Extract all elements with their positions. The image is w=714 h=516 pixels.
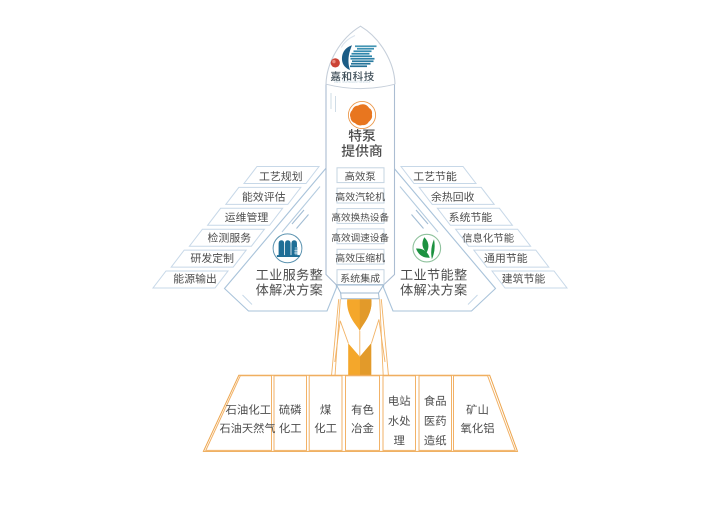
svg-text:JIAHE TECHNOLOGY DEVELOP: JIAHE TECHNOLOGY DEVELOP bbox=[334, 80, 371, 84]
